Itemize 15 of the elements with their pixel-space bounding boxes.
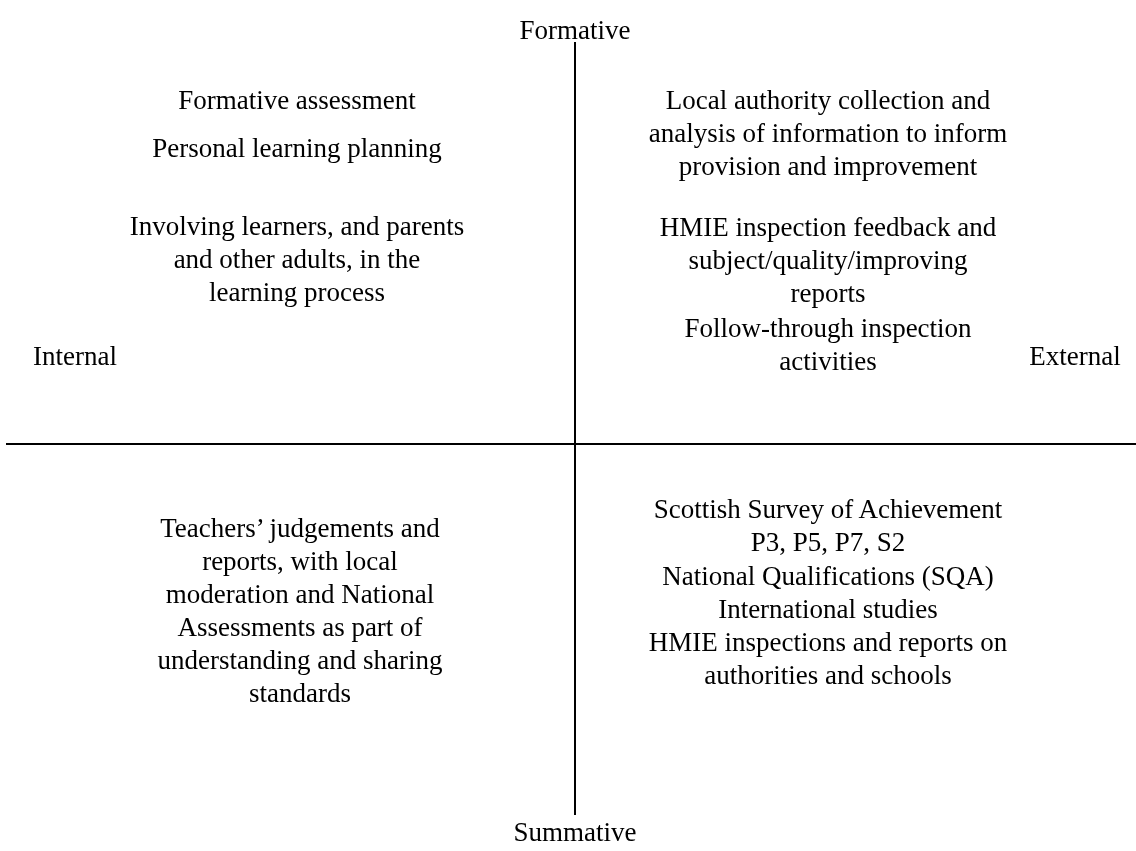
quadrant-item: HMIE inspections and reports on authorities and schools [647,625,1009,692]
quadrant-item: Teachers’ judgements and reports, with local moderation and National Assessments as part of understanding and sharing standards [156,511,444,710]
quadrant-item: Local authority collection and analysis of information to inform provision and improvement [647,83,1009,183]
axis-label: Internal [32,339,118,373]
axis-label: Formative [518,13,632,47]
axis-label: External [1028,339,1122,373]
quadrant-item: Personal learning planning [151,131,443,165]
quadrant-item: Scottish Survey of Achievement P3, P5, P7, S2 [652,492,1004,559]
quadrant-item: National Qualifications (SQA) [661,559,995,593]
quadrant-item: Formative assessment [177,83,417,117]
quadrant-item: International studies [717,592,939,626]
quadrant-item: Follow-through inspection activities [683,311,973,378]
quadrant-item: Involving learners, and parents and other adults, in the learning process [128,209,466,309]
axis-label: Summative [512,815,638,849]
quadrant-item: HMIE inspection feedback and subject/quality/improving reports [658,210,998,310]
